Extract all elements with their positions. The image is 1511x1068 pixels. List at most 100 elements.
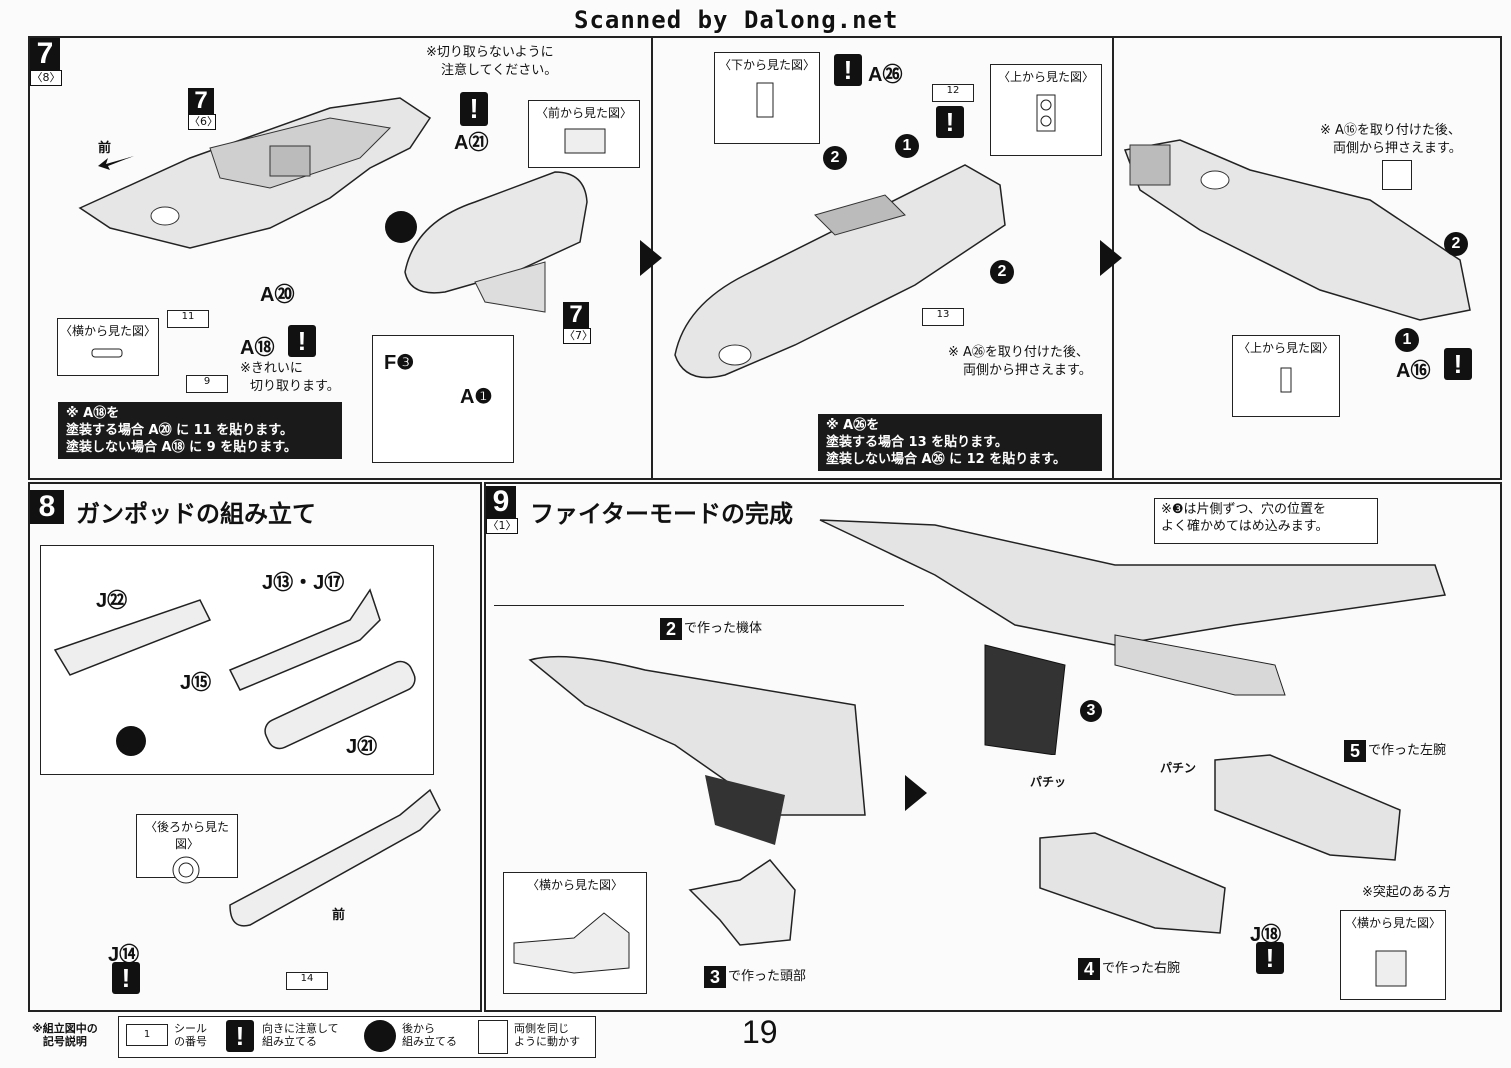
gunpod-parts-box xyxy=(40,545,434,775)
legend-item-4a: 両側を同じ xyxy=(514,1022,569,1035)
note-press-a16-1: ※ A⑯を取り付けた後、 xyxy=(1320,123,1461,138)
right-arm-drawing xyxy=(1039,832,1226,934)
part-a1: A❶ xyxy=(460,386,493,408)
snap-label: パチッ xyxy=(1030,775,1067,789)
part-a18: A⑱ xyxy=(240,337,275,359)
view-below: 〈下から見た図〉 xyxy=(714,52,820,144)
legend-heading-2: 記号説明 xyxy=(42,1035,87,1048)
gunpod-assembled-drawing xyxy=(229,788,441,927)
front-label-8: 前 xyxy=(332,908,346,923)
above-view-2-part-drawing xyxy=(1280,367,1292,393)
paint-note-b-1: ※ A㉖を xyxy=(826,418,880,433)
view-side-7: 〈横から見た図〉 xyxy=(57,318,159,376)
view-back: 〈後ろから見た図〉 xyxy=(136,814,238,884)
view-side-9-label: 〈横から見た図〉 xyxy=(526,878,623,892)
note-dont-cut-1: ※切り取らないように xyxy=(426,45,554,60)
step7-ref-b-number: 7 xyxy=(563,302,589,328)
part-j21: J㉑ xyxy=(346,736,378,758)
legend-item-2a: 向きに注意して xyxy=(262,1022,339,1035)
paint-note-a-3: 塗装しない場合 A⑱ に 9 を貼ります。 xyxy=(66,440,297,455)
paint-note-b-3: 塗装しない場合 A㉖ に 12 を貼ります。 xyxy=(826,452,1066,467)
view-above-2-label: 〈上から見た図〉 xyxy=(1237,341,1334,355)
legend-heading-1: ※組立図中の xyxy=(32,1022,98,1035)
warning-icon-a16: ! xyxy=(1444,348,1472,380)
legend-item-3: 後から 組み立てる xyxy=(402,1022,457,1048)
note-press-a16-2: 両側から押さえます。 xyxy=(1333,141,1462,156)
note-clean-cut-1: ※きれいに xyxy=(240,361,303,376)
front-view-part-drawing xyxy=(564,128,606,154)
view-back-label: 〈後ろから見た図〉 xyxy=(144,820,229,851)
step7-gunpod-body-drawing xyxy=(674,164,1006,379)
view-front: 〈前から見た図〉 xyxy=(528,100,640,168)
part-a26: A㉖ xyxy=(868,64,903,86)
part-a16: A⑯ xyxy=(1396,360,1431,382)
part-f3: F❸ xyxy=(384,352,415,374)
paint-note-b-2: 塗装する場合 13 を貼ります。 xyxy=(826,435,1008,450)
fighter-complete-drawing xyxy=(819,519,1446,755)
flow-arrow-3 xyxy=(905,775,927,811)
both-sides-icon xyxy=(1382,160,1412,190)
n3-badge: 3 xyxy=(704,966,726,988)
n2-badge: 2 xyxy=(660,618,682,640)
part-a20: A⑳ xyxy=(260,284,295,306)
below-view-part-drawing xyxy=(756,82,774,118)
sticker-14: 14 xyxy=(286,972,328,990)
part-j13-j17: J⑬・J⑰ xyxy=(262,572,345,594)
step9-title: ファイターモードの完成 xyxy=(530,500,794,528)
flow-arrow-1 xyxy=(640,240,662,276)
note-protrusion: ※突起のある方 xyxy=(1362,885,1451,900)
front-label-7: 前 xyxy=(98,141,112,156)
step7-arm-drawing xyxy=(1123,139,1471,321)
view-side-7-label: 〈横から見た図〉 xyxy=(59,324,156,338)
step8-panel xyxy=(28,482,482,1012)
sticker-13: 13 xyxy=(922,308,964,326)
above-view-part-drawing xyxy=(1036,94,1056,132)
back-assemble-icon-8 xyxy=(116,726,146,756)
part-j14: J⑭ xyxy=(108,944,140,966)
fighter-body-drawing xyxy=(528,655,866,845)
watermark: Scanned by Dalong.net xyxy=(574,6,899,34)
sticker-9: 9 xyxy=(186,375,228,393)
note-3-1: ※❸は片側ずつ、穴の位置を xyxy=(1161,502,1327,517)
legend-warning-icon: ! xyxy=(226,1020,254,1052)
sub-area-line xyxy=(494,605,904,606)
arrow-num-1: 1 xyxy=(895,134,919,158)
back-view-part-drawing xyxy=(172,856,200,884)
sticker-12: 12 xyxy=(932,84,974,102)
f3-box xyxy=(372,335,514,463)
note-dont-cut-2: 注意してください。 xyxy=(441,63,558,78)
gunpod-cover-drawing xyxy=(404,171,588,313)
made-in-4: で作った右腕 xyxy=(1102,961,1181,976)
left-arm-drawing xyxy=(1214,754,1401,861)
step7-sub: 〈8〉 xyxy=(30,70,62,86)
legend-item-1: シール の番号 xyxy=(174,1022,207,1048)
legend-item-2: 向きに注意して 組み立てる xyxy=(262,1022,339,1048)
paint-note-b: ※ A㉖を 塗装する場合 13 を貼ります。 塗装しない場合 A㉖ に 12 を… xyxy=(818,414,1102,471)
front-arrow-icon xyxy=(98,156,134,170)
step9-number: 9 xyxy=(486,486,516,518)
gunpod-parts-drawing xyxy=(53,588,416,750)
n3-badge-arrow: 3 xyxy=(1080,700,1102,722)
legend-box xyxy=(118,1016,596,1058)
sticker-11: 11 xyxy=(167,310,209,328)
part-j22: J㉒ xyxy=(96,590,128,612)
legend-back-assemble-icon xyxy=(364,1020,396,1052)
side-view-part-drawing xyxy=(91,348,123,358)
view-above: 〈上から見た図〉 xyxy=(990,64,1102,156)
view-front-label: 〈前から見た図〉 xyxy=(535,106,632,120)
paint-note-a-1: ※ A⑱を xyxy=(66,406,120,421)
head-drawing xyxy=(688,859,796,946)
step8-number: 8 xyxy=(30,490,64,524)
view-above-label: 〈上から見た図〉 xyxy=(997,70,1094,84)
warning-icon-j18: ! xyxy=(1256,942,1284,974)
view-side-9b-label: 〈横から見た図〉 xyxy=(1344,916,1441,930)
step7-ref-b-sub: 〈7〉 xyxy=(563,328,593,344)
back-assemble-icon xyxy=(385,211,417,243)
step8-title: ガンポッドの組み立て xyxy=(76,500,316,528)
note-press-a26-2: 両側から押さえます。 xyxy=(963,363,1092,378)
step7-number: 7 xyxy=(30,38,60,70)
arrow-num-2b: 2 xyxy=(990,260,1014,284)
warning-icon-a18: ! xyxy=(288,325,316,357)
legend-item-1a: シール xyxy=(174,1022,207,1035)
legend-item-3b: 組み立てる xyxy=(402,1035,457,1048)
